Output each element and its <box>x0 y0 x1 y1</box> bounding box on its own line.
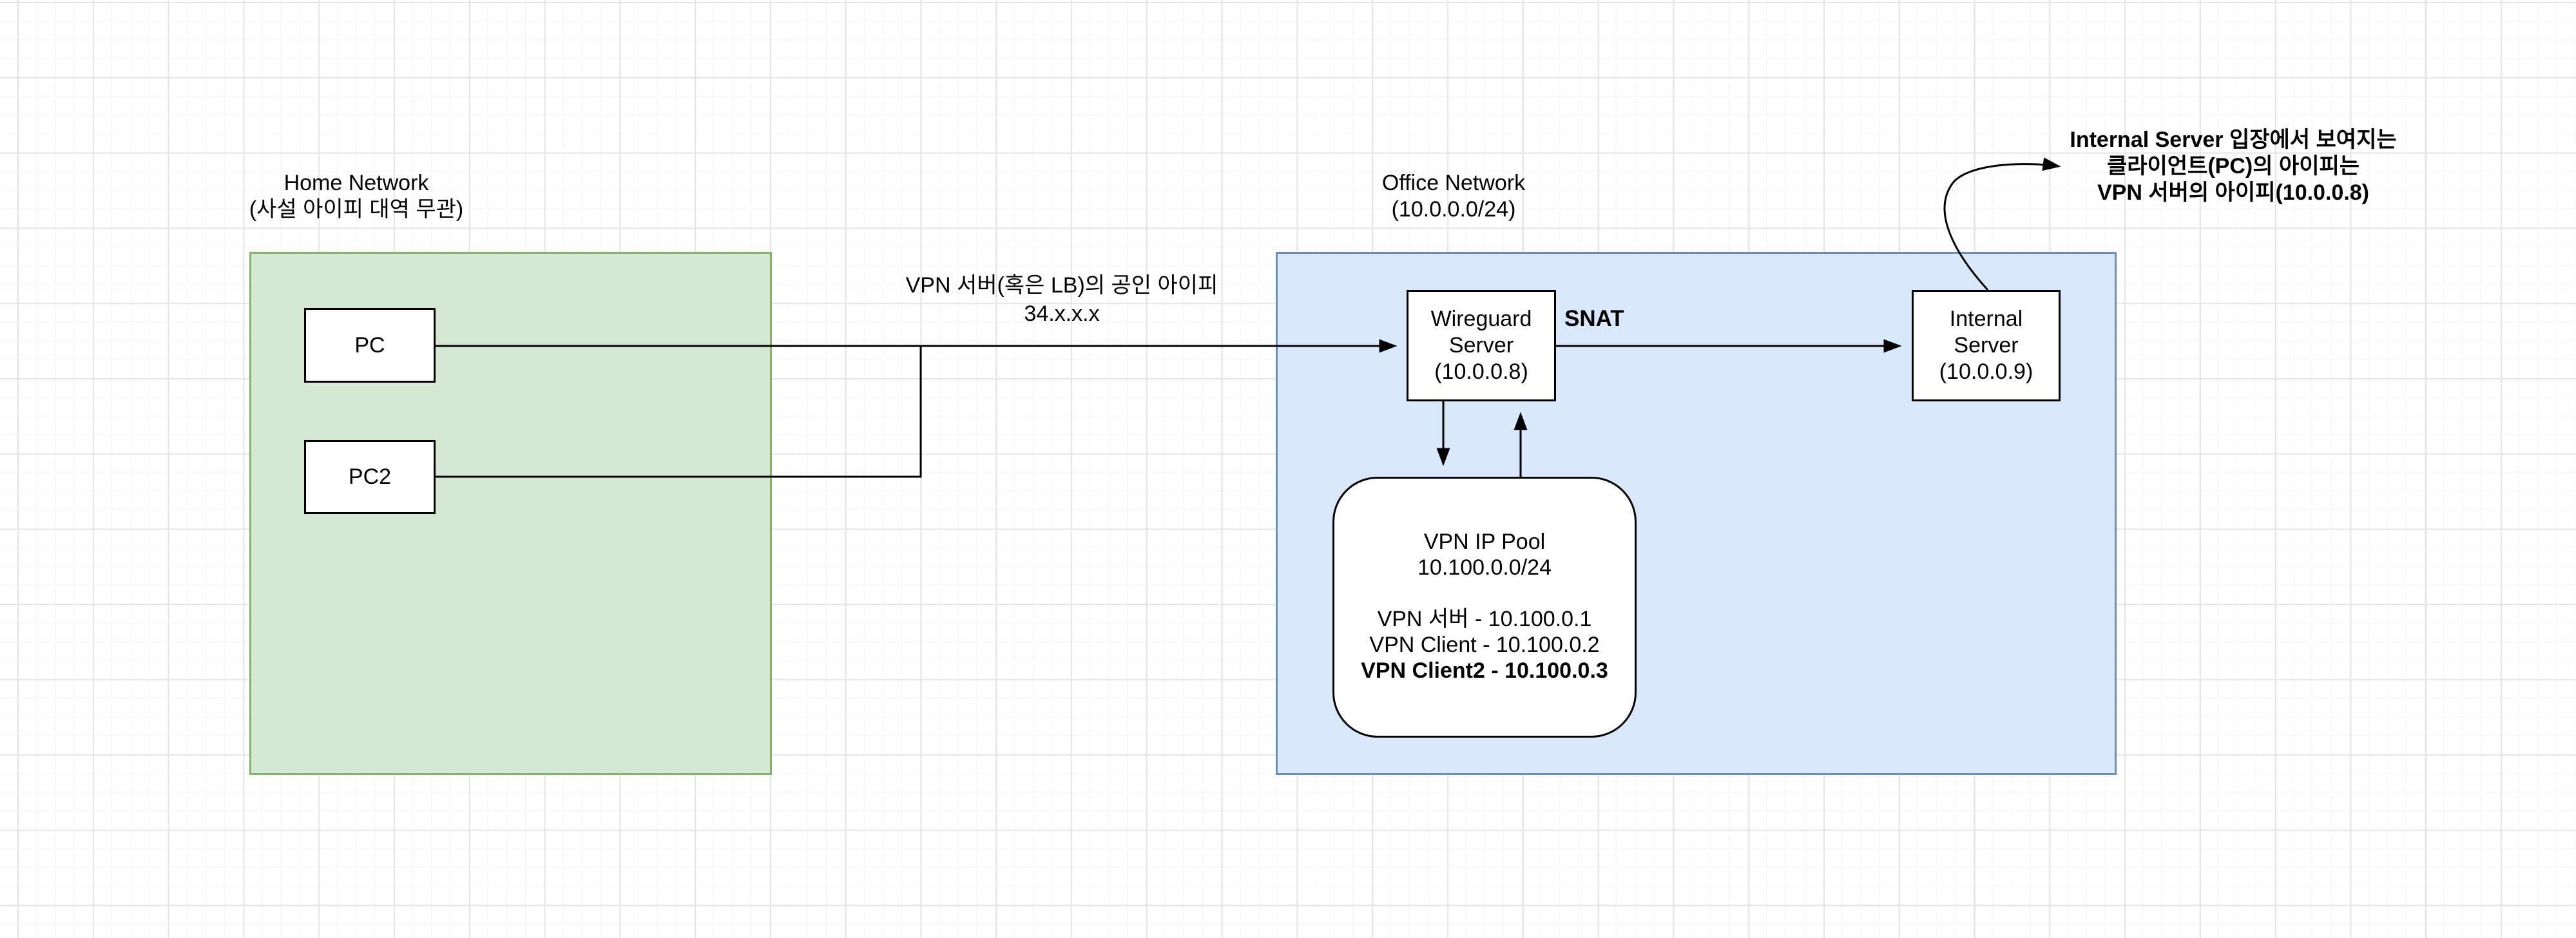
pool-cidr: 10.100.0.0/24 <box>1418 555 1552 580</box>
node-internal-server: Internal Server (10.0.0.9) <box>1912 290 2061 401</box>
pool-title: VPN IP Pool <box>1423 530 1546 554</box>
internal-server-note: Internal Server 입장에서 보여지는 클라이언트(PC)의 아이피… <box>2070 127 2396 206</box>
office-network-label: Office Network (10.0.0.0/24) <box>1382 170 1525 223</box>
node-vpn-ip-pool: VPN IP Pool 10.100.0.0/24 VPN 서버 - 10.10… <box>1332 477 1637 738</box>
note-line1: Internal Server 입장에서 보여지는 <box>2070 128 2397 152</box>
note-line2: 클라이언트(PC)의 아이피는 <box>2106 154 2360 178</box>
node-wireguard-server: Wireguard Server (10.0.0.8) <box>1407 290 1556 401</box>
public-ip-label: VPN 서버(혹은 LB)의 공인 아이피 34.x.x.x <box>906 271 1218 328</box>
wireguard-line2: Server <box>1448 333 1514 358</box>
home-network-label: Home Network (사설 아이피 대역 무관) <box>249 170 464 223</box>
internal-line1: Internal <box>1949 307 2023 331</box>
wireguard-line3: (10.0.0.8) <box>1434 359 1528 384</box>
public-ip-line2: 34.x.x.x <box>1024 302 1100 326</box>
note-line3: VPN 서버의 아이피(10.0.0.8) <box>2097 180 2369 205</box>
office-network-title: Office Network <box>1381 171 1526 195</box>
office-network-subtitle: (10.0.0.0/24) <box>1391 197 1516 222</box>
edge-internal-to-note <box>1943 157 2061 291</box>
edge-pc2-join <box>436 346 922 478</box>
node-pc: PC <box>304 308 436 383</box>
pool-entry-client: VPN Client - 10.100.0.2 <box>1369 633 1600 657</box>
node-pc-label: PC <box>354 332 385 358</box>
node-pc2-label: PC2 <box>348 464 392 489</box>
wireguard-line1: Wireguard <box>1430 307 1532 331</box>
snat-label: SNAT <box>1564 306 1624 331</box>
internal-line2: Server <box>1954 333 2019 358</box>
pool-entry-client2: VPN Client2 - 10.100.0.3 <box>1361 658 1608 683</box>
public-ip-line1: VPN 서버(혹은 LB)의 공인 아이피 <box>905 273 1218 298</box>
home-network-title: Home Network <box>284 171 429 195</box>
home-network-subtitle: (사설 아이피 대역 무관) <box>249 197 464 222</box>
node-pc2: PC2 <box>304 440 436 514</box>
internal-line3: (10.0.0.9) <box>1939 359 2033 384</box>
pool-entry-server: VPN 서버 - 10.100.0.1 <box>1377 607 1592 631</box>
